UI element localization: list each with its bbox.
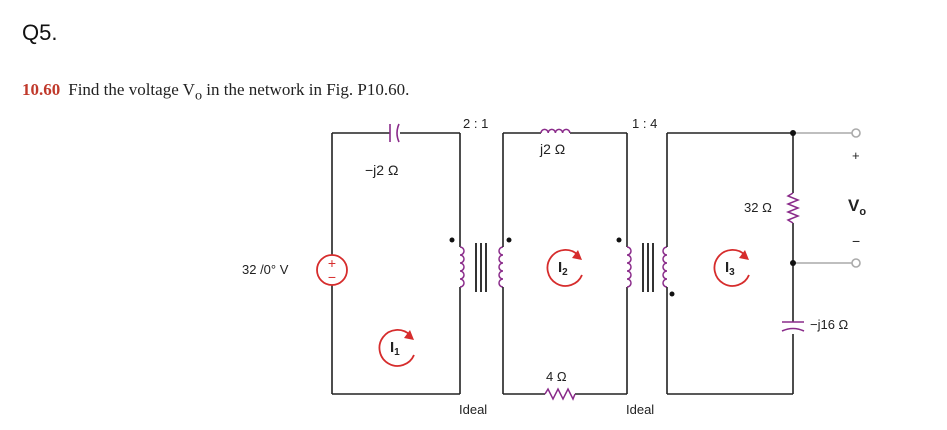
resistor-4ohm xyxy=(544,387,576,401)
dot-t1-primary xyxy=(449,237,455,243)
dot-t2-secondary xyxy=(669,291,675,297)
dot-t2-primary xyxy=(616,237,622,243)
problem-text: Find the voltage V xyxy=(68,80,195,99)
cap-right-label: −j16 Ω xyxy=(810,317,849,332)
resistor-32ohm xyxy=(785,192,801,224)
left-loop-wires xyxy=(331,132,461,395)
ideal-left-label: Ideal xyxy=(459,402,487,417)
right-loop-wires xyxy=(666,132,794,395)
transformer-left xyxy=(459,246,504,288)
capacitor-top-left xyxy=(389,123,400,143)
mesh3-sub: 3 xyxy=(729,267,735,278)
svg-text:I2: I2 xyxy=(558,259,568,278)
problem-text-end: in the network in Fig. P10.60. xyxy=(202,80,410,99)
vo-minus: − xyxy=(852,233,860,249)
res-mid-label: 4 Ω xyxy=(546,369,567,384)
mesh1-sub: 1 xyxy=(394,347,400,358)
res-right-label: 32 Ω xyxy=(744,200,772,215)
vo-plus: + xyxy=(852,148,860,163)
voltage-source: + − xyxy=(316,254,348,286)
svg-text:−: − xyxy=(328,269,336,285)
dot-t1-secondary xyxy=(506,237,512,243)
mesh2-label: I xyxy=(558,259,562,276)
svg-text:I3: I3 xyxy=(725,259,735,278)
mesh-current-i2: I2 xyxy=(546,249,583,287)
ratio-left: 2 : 1 xyxy=(463,116,488,131)
cap-top-label: −j2 Ω xyxy=(365,162,398,178)
svg-text:I1: I1 xyxy=(390,339,400,358)
mesh-current-i1: I1 xyxy=(378,329,415,367)
problem-statement: 10.60 Find the voltage Vo in the network … xyxy=(22,80,409,104)
question-number: Q5. xyxy=(22,20,58,45)
transformer-right xyxy=(626,246,668,288)
middle-loop-wires xyxy=(502,132,628,395)
mesh1-label: I xyxy=(390,339,394,356)
ratio-right: 1 : 4 xyxy=(632,116,657,131)
mesh-current-i3: I3 xyxy=(713,249,750,287)
ind-top-label: j2 Ω xyxy=(539,141,565,157)
vo-label-sub: o xyxy=(859,206,866,218)
output-terminals xyxy=(790,128,861,268)
svg-text:+: + xyxy=(328,255,336,271)
inductor-top-middle xyxy=(540,128,571,134)
ideal-right-label: Ideal xyxy=(626,402,654,417)
problem-number: 10.60 xyxy=(22,80,61,99)
capacitor-right xyxy=(781,321,805,332)
mesh3-label: I xyxy=(725,259,729,276)
transformer-left-core xyxy=(475,243,487,292)
transformer-right-core xyxy=(642,243,654,292)
source-label: 32 /0° V xyxy=(242,262,289,277)
vo-label-main: V xyxy=(848,196,860,215)
problem-text-sub: o xyxy=(194,87,203,104)
mesh2-sub: 2 xyxy=(562,267,568,278)
vo-label: Vo xyxy=(848,196,866,218)
